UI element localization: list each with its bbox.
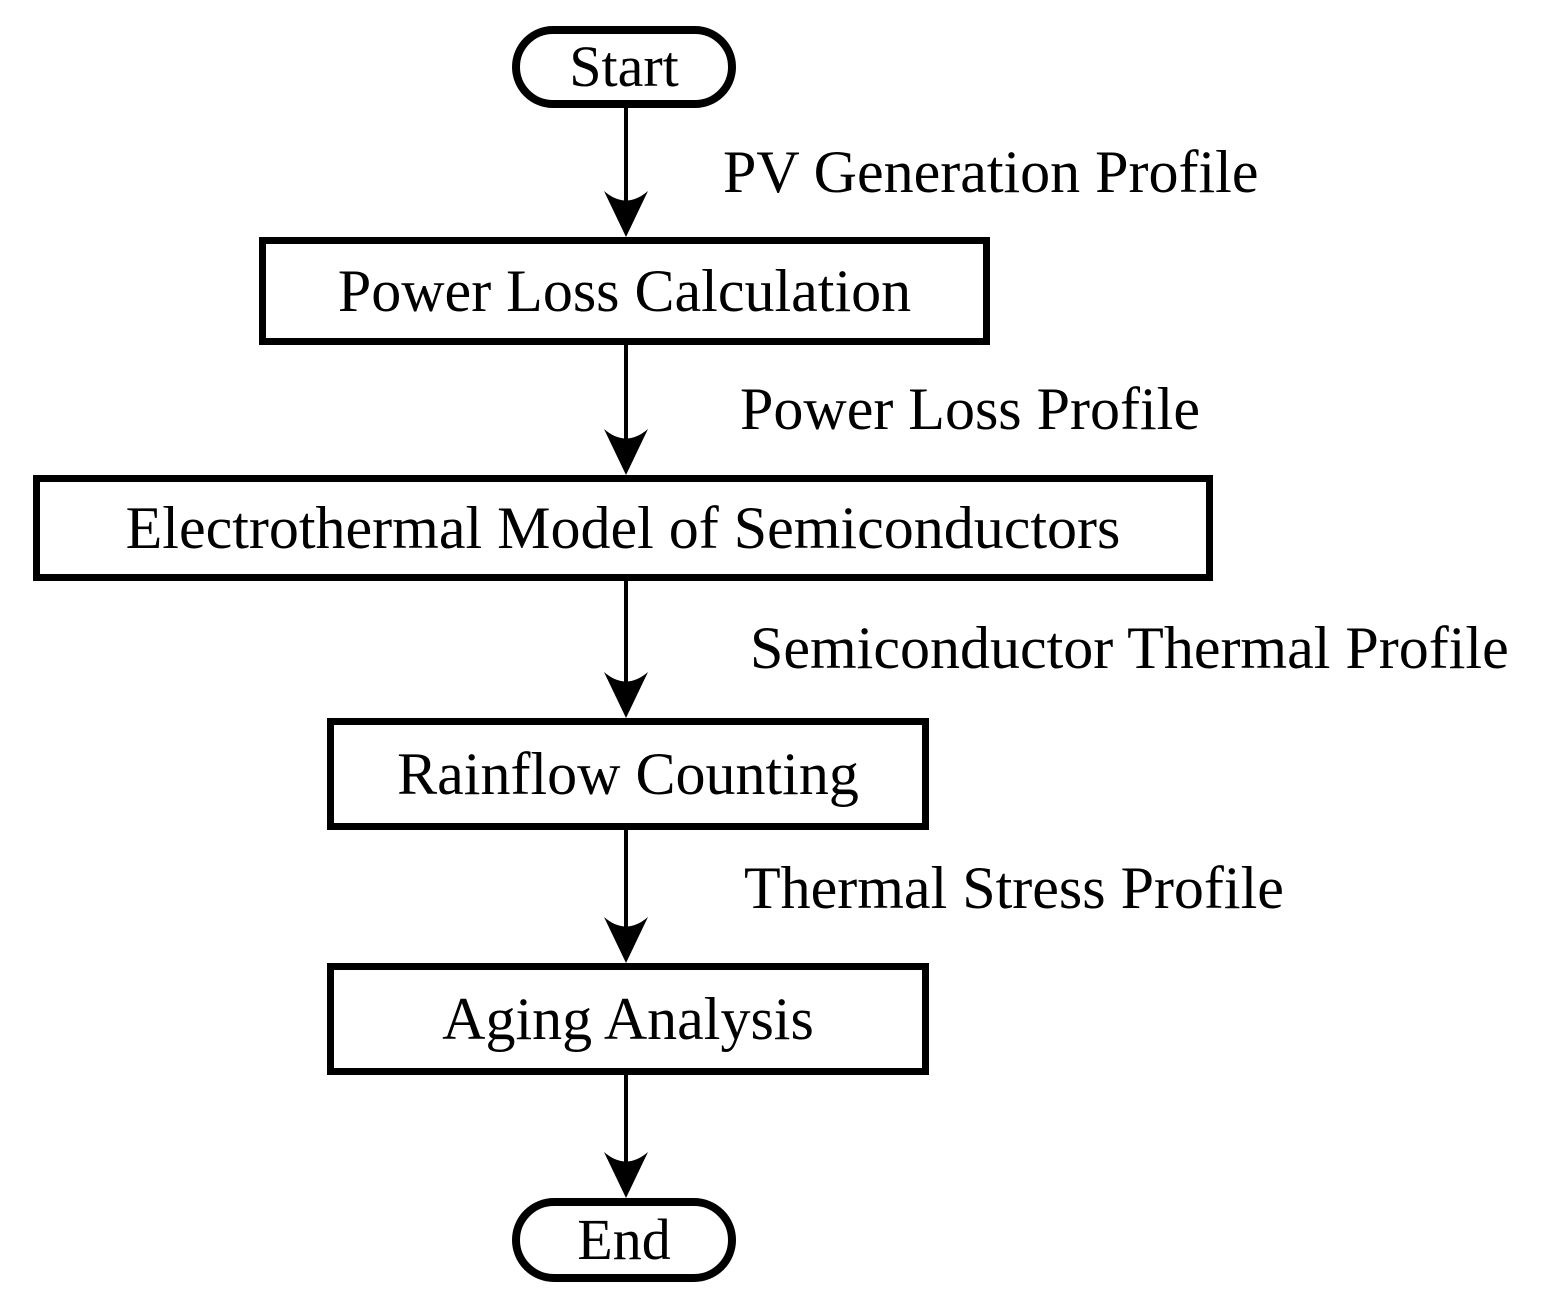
node-aging-analysis: Aging Analysis (327, 963, 929, 1075)
node-rainflow-counting: Rainflow Counting (327, 718, 929, 830)
node-start-label: Start (569, 34, 679, 99)
node-start-terminator: Start (512, 26, 736, 108)
edge-label-pv-generation-profile: PV Generation Profile (723, 139, 1259, 205)
node-end-label: End (577, 1207, 671, 1272)
node-electrothermal-model-label: Electrothermal Model of Semiconductors (125, 495, 1121, 561)
edge-label-power-loss-profile: Power Loss Profile (740, 376, 1200, 442)
node-power-loss-calculation: Power Loss Calculation (259, 237, 990, 345)
arrow-start-to-power-loss (604, 108, 648, 237)
arrow-aging-to-end (604, 1075, 648, 1198)
arrow-rainflow-to-aging (604, 830, 648, 963)
arrow-power-loss-to-electrothermal (604, 345, 648, 475)
node-rainflow-counting-label: Rainflow Counting (397, 741, 859, 807)
node-aging-analysis-label: Aging Analysis (442, 986, 814, 1052)
arrow-electrothermal-to-rainflow (604, 581, 648, 718)
node-electrothermal-model: Electrothermal Model of Semiconductors (33, 475, 1213, 581)
node-end-terminator: End (512, 1198, 736, 1282)
edge-label-thermal-stress-profile: Thermal Stress Profile (744, 855, 1284, 921)
edge-label-semiconductor-thermal-profile: Semiconductor Thermal Profile (750, 615, 1509, 681)
node-power-loss-calculation-label: Power Loss Calculation (337, 258, 912, 324)
